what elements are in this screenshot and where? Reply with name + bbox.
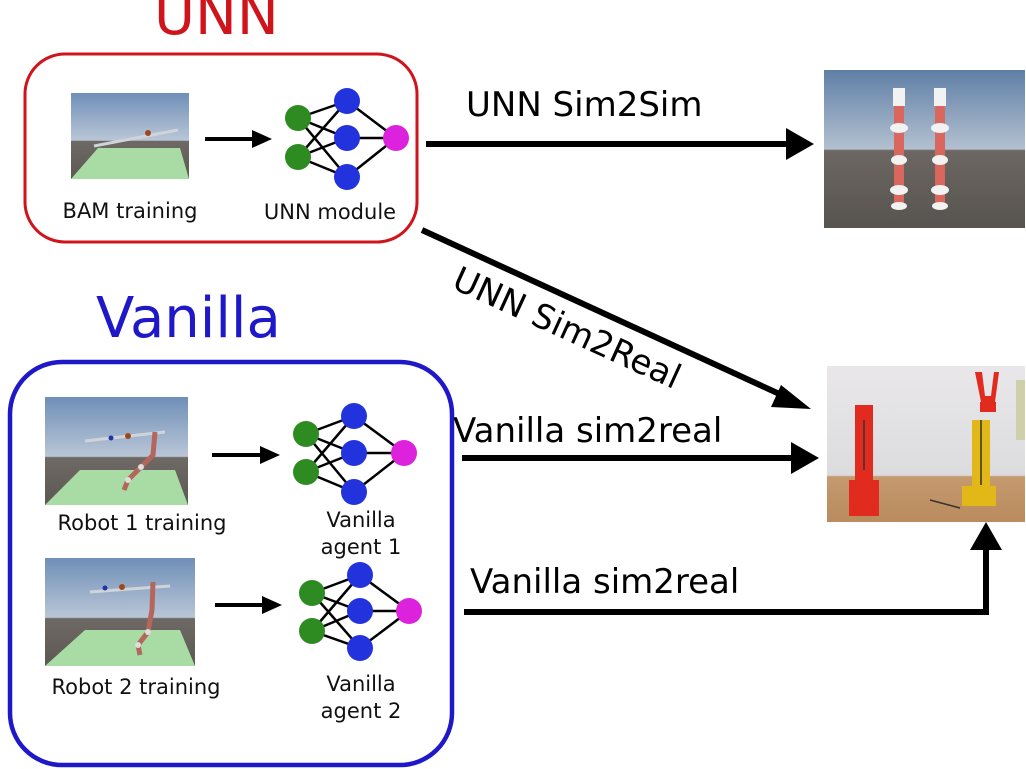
output-node bbox=[383, 125, 409, 151]
unn-sim2sim-label: UNN Sim2Sim bbox=[466, 85, 703, 125]
output-node bbox=[391, 440, 417, 466]
input-node bbox=[285, 144, 311, 170]
unn-module-network bbox=[285, 88, 409, 190]
input-node bbox=[285, 105, 311, 131]
input-node bbox=[299, 580, 325, 606]
vanilla-sim2real-label-1: Vanilla sim2real bbox=[453, 411, 723, 451]
arrow-bam-to-unn bbox=[205, 130, 272, 148]
arrow-vanilla-sim2real-1 bbox=[462, 442, 819, 474]
robot2-training-caption: Robot 2 training bbox=[51, 675, 221, 699]
input-node bbox=[293, 421, 319, 447]
vanilla-agent1-network bbox=[293, 403, 417, 505]
hidden-node bbox=[341, 403, 367, 429]
bam-training-image bbox=[71, 93, 189, 179]
vanilla-agent1-caption: Vanilla agent 1 bbox=[296, 507, 426, 561]
hidden-node bbox=[347, 635, 373, 661]
vanilla-title: Vanilla bbox=[96, 286, 281, 351]
arrow-unn-sim2real bbox=[420, 227, 811, 409]
hidden-node bbox=[334, 164, 360, 190]
sim2sim-result-image bbox=[824, 70, 1025, 228]
vanilla-agent2-network bbox=[299, 562, 422, 661]
real-robots-photo bbox=[827, 366, 1025, 522]
hidden-node bbox=[341, 479, 367, 505]
unn-module-caption: UNN module bbox=[263, 200, 397, 224]
robot1-training-caption: Robot 1 training bbox=[57, 511, 227, 535]
vanilla-agent2-caption-line2: agent 2 bbox=[320, 699, 402, 723]
hidden-node bbox=[334, 125, 360, 151]
hidden-node bbox=[334, 88, 360, 114]
vanilla-agent1-caption-line2: agent 1 bbox=[320, 535, 402, 559]
arrow-unn-sim2sim bbox=[426, 128, 814, 160]
bam-training-caption: BAM training bbox=[62, 199, 198, 223]
arrow-robot1-to-agent1 bbox=[212, 446, 280, 464]
robot2-training-image bbox=[45, 558, 195, 666]
vanilla-agent2-caption-line1: Vanilla bbox=[326, 672, 396, 696]
arrow-robot2-to-agent2 bbox=[215, 596, 282, 614]
output-node bbox=[396, 598, 422, 624]
unn-frame bbox=[23, 52, 419, 244]
vanilla-agent1-caption-line1: Vanilla bbox=[326, 508, 396, 532]
input-node bbox=[299, 618, 325, 644]
hidden-node bbox=[347, 598, 373, 624]
unn-title: UNN bbox=[154, 0, 279, 48]
robot1-training-image bbox=[45, 397, 188, 505]
vanilla-frame bbox=[7, 359, 455, 768]
arrow-vanilla-sim2real-2 bbox=[464, 522, 1002, 615]
input-node bbox=[293, 459, 319, 485]
vanilla-sim2real-label-2: Vanilla sim2real bbox=[470, 562, 740, 602]
hidden-node bbox=[341, 440, 367, 466]
vanilla-agent2-caption: Vanilla agent 2 bbox=[296, 671, 426, 725]
hidden-node bbox=[347, 562, 373, 588]
